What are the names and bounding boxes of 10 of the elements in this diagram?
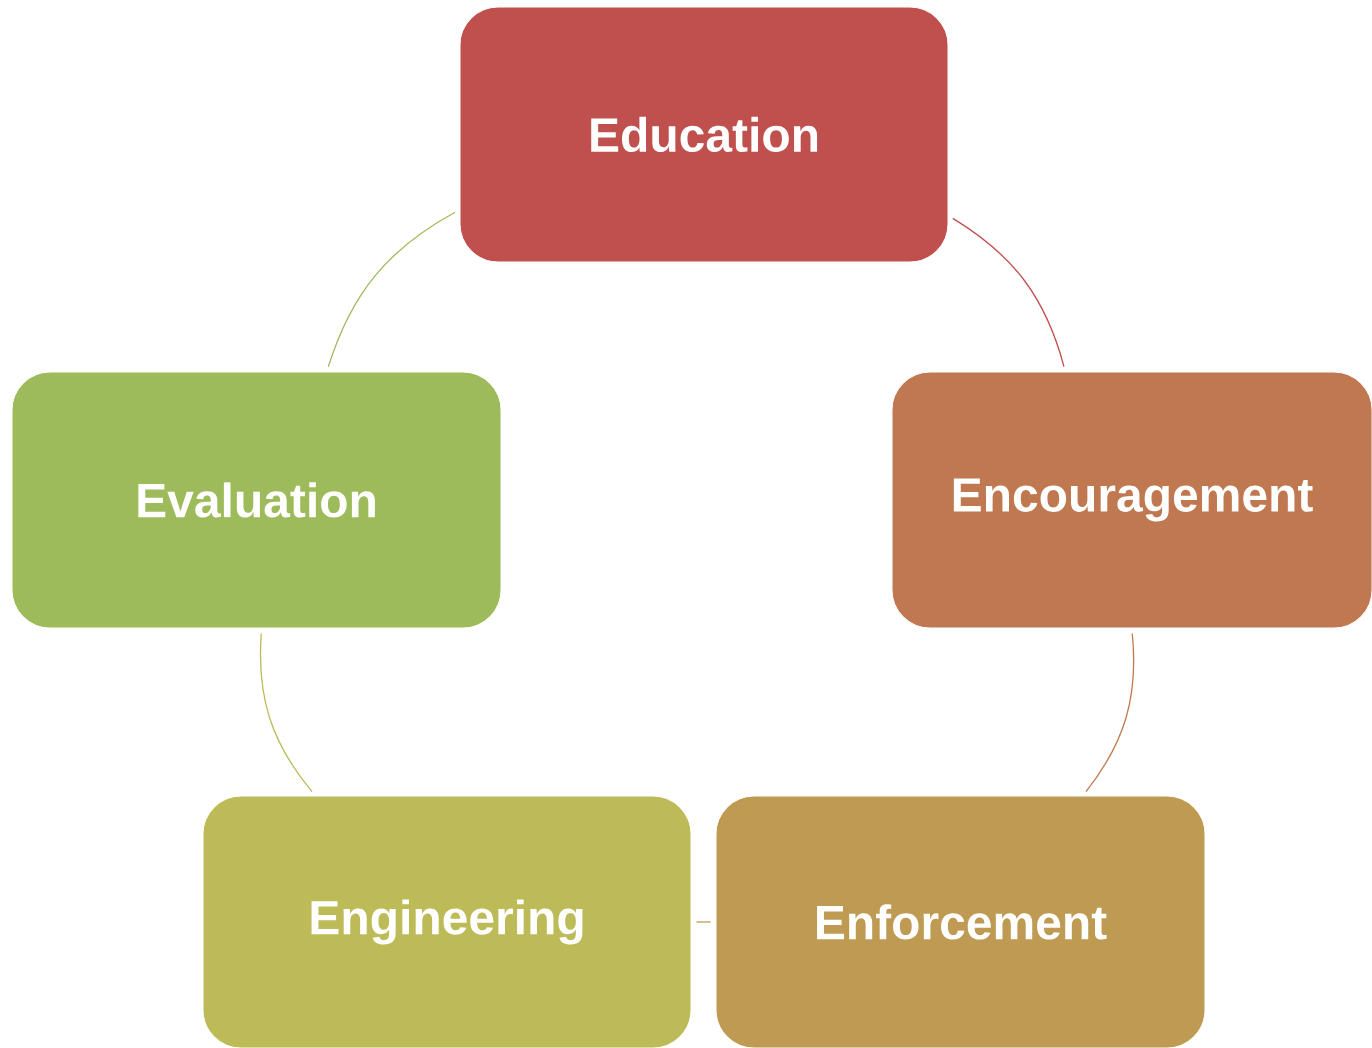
process-box: Engineering (202, 795, 692, 1048)
connector-arc (952, 217, 1065, 368)
connector-arc (259, 632, 313, 793)
process-box: Encouragement (891, 371, 1372, 629)
process-box: Education (459, 6, 949, 263)
connector-arc (1085, 632, 1135, 793)
connector-arc (327, 211, 456, 368)
process-box: Evaluation (11, 371, 502, 629)
connector-arc (695, 921, 712, 923)
process-box: Enforcement (715, 795, 1206, 1048)
